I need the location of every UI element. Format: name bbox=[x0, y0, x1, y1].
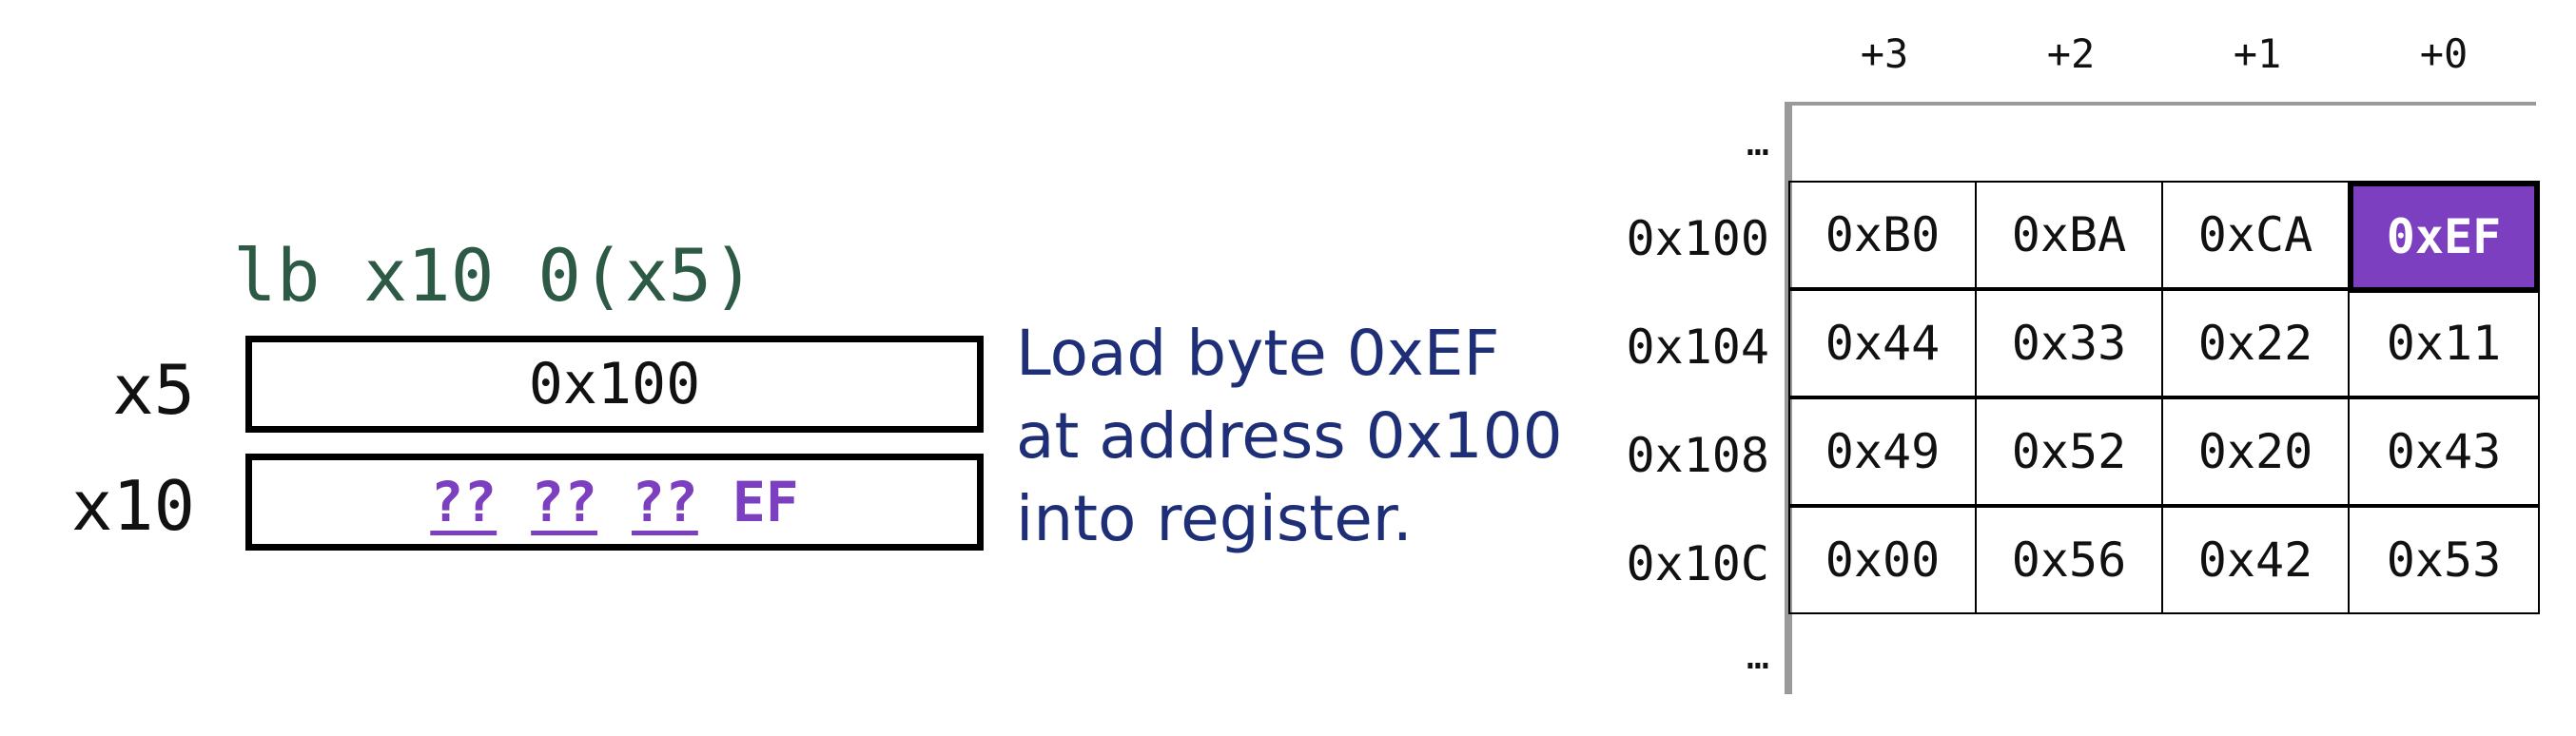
memory-cell: 0x56 bbox=[1975, 506, 2163, 614]
register-box-x5: 0x100 bbox=[245, 336, 984, 433]
register-label-x5: x5 bbox=[112, 350, 195, 430]
register-label-x10: x10 bbox=[70, 466, 195, 546]
memory-address: 0x108 bbox=[1626, 428, 1769, 483]
register-byte-3: ?? bbox=[430, 470, 498, 534]
memory-ellipsis-top: … bbox=[1746, 121, 1769, 165]
memory-cell: 0x42 bbox=[2161, 506, 2350, 614]
memory-column-header: +0 bbox=[2419, 30, 2469, 77]
memory-cell: 0x22 bbox=[2161, 289, 2350, 397]
memory-cell: 0xBA bbox=[1975, 181, 2163, 289]
memory-cell: 0x52 bbox=[1975, 397, 2163, 506]
description-line: Load byte 0xEF bbox=[1016, 317, 1500, 390]
memory-cell: 0x11 bbox=[2348, 289, 2540, 397]
register-byte-1: ?? bbox=[632, 470, 698, 534]
description-line: into register. bbox=[1016, 482, 1413, 555]
instruction-text: lb x10 0(x5) bbox=[233, 233, 756, 318]
memory-ellipsis-bottom: … bbox=[1746, 634, 1769, 678]
memory-cell: 0x20 bbox=[2161, 397, 2350, 506]
memory-cell: 0x44 bbox=[1788, 289, 1977, 397]
memory-address: 0x10C bbox=[1626, 536, 1769, 591]
memory-address: 0x100 bbox=[1626, 211, 1769, 266]
register-box-x10: ?? ?? ?? EF bbox=[245, 454, 984, 551]
register-byte-0: EF bbox=[732, 470, 799, 534]
memory-cell: 0x33 bbox=[1975, 289, 2163, 397]
memory-cell: 0x00 bbox=[1788, 506, 1977, 614]
description-line: at address 0x100 bbox=[1016, 399, 1563, 473]
register-value-x5: 0x100 bbox=[528, 351, 701, 417]
memory-column-header: +2 bbox=[2046, 30, 2096, 77]
register-bytes-x10: ?? ?? ?? EF bbox=[430, 470, 798, 534]
memory-cell: 0xB0 bbox=[1788, 181, 1977, 289]
register-byte-2: ?? bbox=[531, 470, 597, 534]
memory-column-header: +1 bbox=[2233, 30, 2282, 77]
description-text: Load byte 0xEF at address 0x100 into reg… bbox=[1016, 312, 1563, 560]
memory-address: 0x104 bbox=[1626, 320, 1769, 375]
memory-cell-highlighted: 0xEF bbox=[2348, 181, 2540, 293]
memory-cell: 0x53 bbox=[2348, 506, 2540, 614]
memory-cell: 0x43 bbox=[2348, 397, 2540, 506]
memory-column-header: +3 bbox=[1860, 30, 1909, 77]
memory-cell: 0x49 bbox=[1788, 397, 1977, 506]
memory-cell: 0xCA bbox=[2161, 181, 2350, 289]
memory-top-rule bbox=[1792, 102, 2536, 106]
